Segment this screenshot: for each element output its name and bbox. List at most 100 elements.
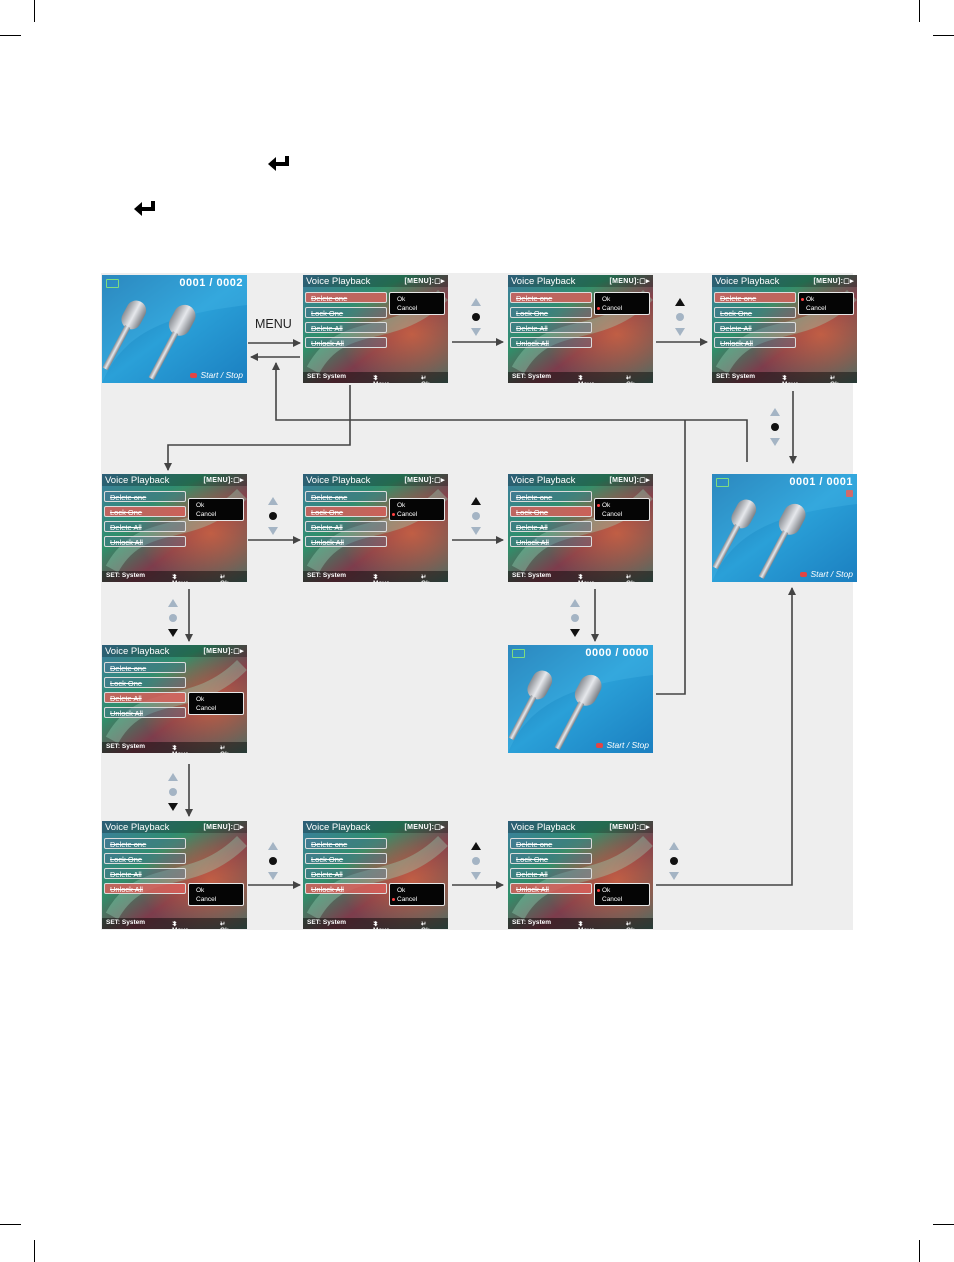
enter-icon: ↵: [626, 375, 632, 382]
status-ok-label: : Ok: [421, 920, 430, 929]
menu-item-unlock-all[interactable]: Unlock All: [104, 883, 186, 894]
start-stop-hint[interactable]: Start / Stop: [190, 370, 243, 380]
option-cancel[interactable]: Cancel: [597, 304, 649, 313]
menu-item-lock-one[interactable]: Lock One: [510, 307, 592, 318]
menu-item-lock-one[interactable]: Lock One: [714, 307, 796, 318]
menu-title: Voice Playback: [105, 646, 170, 657]
exit-icon: ▢▸: [639, 278, 650, 285]
menu-item-lock-one[interactable]: Lock One: [305, 307, 387, 318]
arrow-return-from-empty: [656, 420, 686, 695]
menu-item-delete-one[interactable]: Delete one: [510, 292, 592, 303]
option-ok[interactable]: Ok: [397, 887, 406, 894]
menu-item-unlock-all[interactable]: Unlock All: [510, 337, 592, 348]
status-bar: SET: System ⬍: Move ↵: Ok: [508, 372, 653, 383]
menu-item-delete-all[interactable]: Delete All: [305, 521, 387, 532]
menu-item-lock-one[interactable]: Lock One: [104, 677, 186, 688]
up-arrow-icon: [168, 599, 178, 607]
updown-icon: ⬍: [172, 745, 178, 752]
option-cancel[interactable]: Cancel: [602, 511, 623, 518]
menu-item-unlock-all[interactable]: Unlock All: [510, 536, 592, 547]
updown-icon: ⬍: [578, 574, 584, 581]
menu-item-delete-one[interactable]: Delete one: [510, 838, 592, 849]
menu-item-unlock-all[interactable]: Unlock All: [714, 337, 796, 348]
option-ok[interactable]: Ok: [597, 501, 649, 510]
crop-mark: [34, 0, 35, 22]
option-cancel[interactable]: Cancel: [602, 896, 623, 903]
option-cancel[interactable]: Cancel: [392, 895, 444, 904]
menu-item-delete-all[interactable]: Delete All: [305, 868, 387, 879]
menu-item-delete-all[interactable]: Delete All: [104, 521, 186, 532]
option-ok[interactable]: Ok: [801, 295, 853, 304]
menu-item-unlock-all[interactable]: Unlock All: [510, 883, 592, 894]
menu-item-delete-all[interactable]: Delete All: [510, 868, 592, 879]
status-set-system: SET: System: [716, 373, 756, 380]
menu-item-unlock-all[interactable]: Unlock All: [305, 337, 387, 348]
option-ok[interactable]: Ok: [397, 296, 406, 303]
menu-item-delete-one[interactable]: Delete one: [104, 838, 186, 849]
option-cancel[interactable]: Cancel: [196, 896, 217, 903]
nav-indicator: [168, 773, 178, 811]
option-cancel[interactable]: Cancel: [806, 305, 827, 312]
menu-item-delete-one[interactable]: Delete one: [510, 491, 592, 502]
menu-screen: Voice Playback [MENU]:▢▸ Delete one Lock…: [102, 821, 247, 929]
confirm-popup: Ok Cancel: [594, 883, 650, 906]
menu-item-unlock-all[interactable]: Unlock All: [104, 536, 186, 547]
status-move-label: : Move: [373, 374, 390, 383]
option-cancel[interactable]: Cancel: [392, 510, 444, 519]
status-ok-label: : Ok: [421, 374, 430, 383]
option-ok[interactable]: Ok: [397, 502, 406, 509]
option-cancel[interactable]: Cancel: [397, 305, 418, 312]
menu-item-delete-one[interactable]: Delete one: [305, 491, 387, 502]
up-arrow-icon: [669, 842, 679, 850]
status-set-system: SET: System: [512, 572, 552, 579]
menu-item-lock-one[interactable]: Lock One: [510, 506, 592, 517]
menu-item-unlock-all[interactable]: Unlock All: [104, 707, 186, 718]
status-set-system: SET: System: [512, 373, 552, 380]
nav-indicator: [471, 497, 481, 535]
enter-icon: ↵: [220, 745, 226, 752]
menu-item-lock-one[interactable]: Lock One: [104, 506, 186, 517]
exit-icon: ▢▸: [233, 477, 244, 484]
option-ok[interactable]: Ok: [196, 502, 205, 509]
menu-background: [303, 821, 448, 929]
menu-item-delete-all[interactable]: Delete All: [510, 322, 592, 333]
down-arrow-icon: [669, 872, 679, 880]
arrow-r4-to-play: [656, 587, 796, 886]
menu-item-delete-one[interactable]: Delete one: [305, 292, 387, 303]
option-ok[interactable]: Ok: [602, 296, 611, 303]
menu-screen: Voice Playback [MENU]:▢▸ Delete one Lock…: [508, 474, 653, 582]
arrow-return-top: [272, 362, 748, 462]
battery-icon: [512, 649, 525, 658]
option-ok[interactable]: Ok: [196, 696, 205, 703]
select-dot-icon: [269, 857, 277, 865]
menu-item-delete-one[interactable]: Delete one: [104, 491, 186, 502]
menu-item-delete-all[interactable]: Delete All: [104, 692, 186, 703]
status-move-label: : Move: [578, 920, 595, 929]
menu-item-delete-all[interactable]: Delete All: [714, 322, 796, 333]
start-stop-hint[interactable]: Start / Stop: [800, 569, 853, 579]
menu-item-delete-one[interactable]: Delete one: [714, 292, 796, 303]
menu-item-lock-one[interactable]: Lock One: [510, 853, 592, 864]
menu-item-lock-one[interactable]: Lock One: [305, 853, 387, 864]
crop-mark: [919, 0, 920, 22]
option-ok[interactable]: Ok: [597, 886, 649, 895]
option-cancel[interactable]: Cancel: [196, 705, 217, 712]
status-set-system: SET: System: [307, 572, 347, 579]
crop-mark: [0, 35, 21, 36]
enter-icon: ↵: [421, 375, 427, 382]
enter-icon: ↵: [626, 574, 632, 581]
start-stop-hint[interactable]: Start / Stop: [596, 740, 649, 750]
menu-item-delete-one[interactable]: Delete one: [104, 662, 186, 673]
menu-item-delete-all[interactable]: Delete All: [305, 322, 387, 333]
menu-item-delete-one[interactable]: Delete one: [305, 838, 387, 849]
down-arrow-icon: [471, 872, 481, 880]
menu-item-unlock-all[interactable]: Unlock All: [305, 883, 387, 894]
menu-item-lock-one[interactable]: Lock One: [305, 506, 387, 517]
menu-item-delete-all[interactable]: Delete All: [510, 521, 592, 532]
option-cancel[interactable]: Cancel: [196, 511, 217, 518]
menu-item-delete-all[interactable]: Delete All: [104, 868, 186, 879]
option-ok[interactable]: Ok: [196, 887, 205, 894]
menu-item-unlock-all[interactable]: Unlock All: [305, 536, 387, 547]
arrow-to-row2: [164, 385, 351, 471]
menu-item-lock-one[interactable]: Lock One: [104, 853, 186, 864]
